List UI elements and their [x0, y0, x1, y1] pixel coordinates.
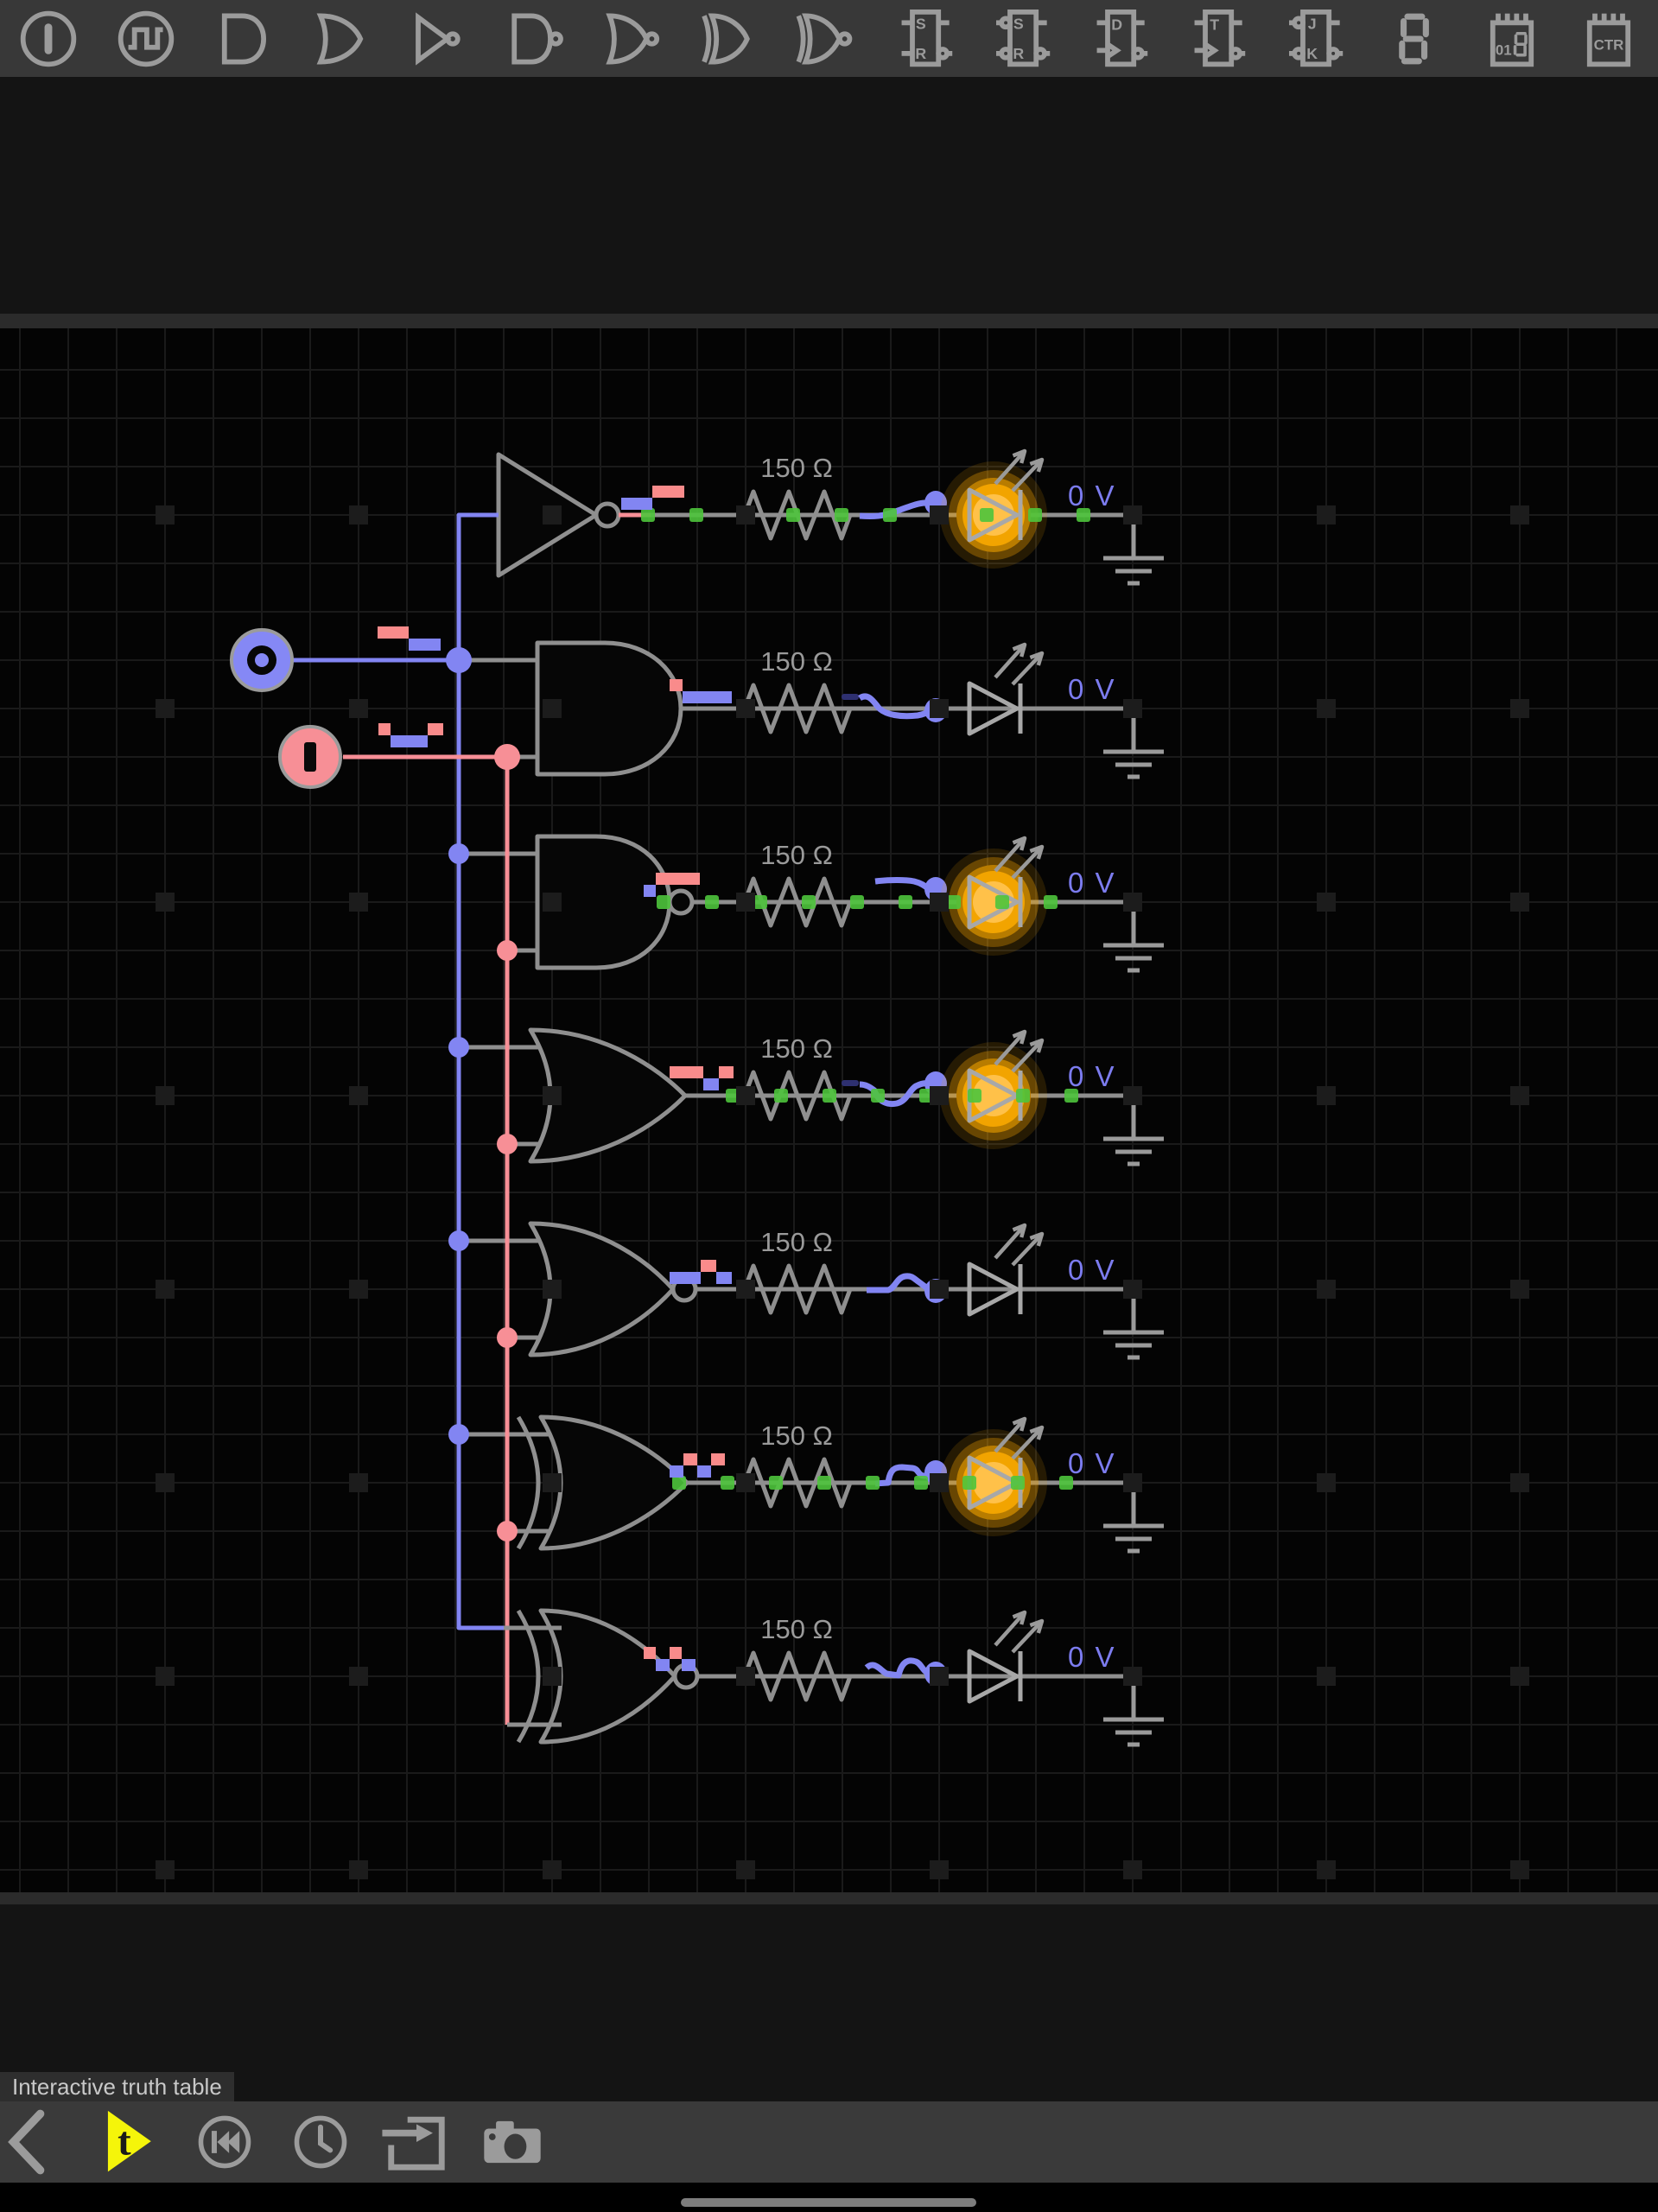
svg-text:D: D: [1111, 16, 1122, 33]
grid: [0, 328, 1658, 1892]
signal-waveform: [670, 1453, 725, 1478]
toolbar-d-flipflop-icon[interactable]: D: [1073, 0, 1171, 77]
signal-waveform: [670, 1260, 732, 1284]
grid-major-markers: [156, 505, 1529, 1879]
led-on[interactable]: [940, 836, 1047, 956]
svg-text:R: R: [916, 45, 927, 62]
voltage-label: 0 V: [1068, 1060, 1116, 1092]
voltage-label: 0 V: [1068, 480, 1116, 512]
toolbar-nand-gate-icon[interactable]: [487, 0, 585, 77]
resistor-label: 150 Ω: [760, 1421, 833, 1451]
toolbar-export-icon[interactable]: [368, 2101, 464, 2183]
lower-panel: [0, 1904, 1658, 2101]
resistor-label: 150 Ω: [760, 1614, 833, 1644]
led-on[interactable]: [940, 1029, 1047, 1149]
toolbar-screenshot-icon[interactable]: [464, 2101, 560, 2183]
canvas-top-divider: [0, 314, 1658, 328]
toolbar-nor-gate-icon[interactable]: [585, 0, 683, 77]
resistor-label: 150 Ω: [760, 840, 833, 870]
toolbar-seven-segment-decoder-icon[interactable]: 01: [1463, 0, 1560, 77]
upper-panel: [0, 77, 1658, 314]
logic-input-a[interactable]: [230, 628, 294, 692]
led-off[interactable]: [967, 1610, 1045, 1704]
led-on[interactable]: [940, 1416, 1047, 1536]
resistor-label: 150 Ω: [760, 453, 833, 483]
circuit-row-nand[interactable]: 150 Ω 0 V: [459, 834, 1164, 973]
action-toolbar: t: [0, 2101, 1658, 2183]
toolbar-seven-segment-display-icon[interactable]: [1365, 0, 1463, 77]
toolbar-rewind-icon[interactable]: [176, 2101, 272, 2183]
tooltip: Interactive truth table: [0, 2072, 234, 2101]
resistor-label: 150 Ω: [760, 646, 833, 677]
svg-text:01: 01: [1495, 41, 1511, 58]
circuit-row-xor[interactable]: 150 Ω 0 V: [459, 1414, 1164, 1554]
voltage-label: 0 V: [1068, 1447, 1116, 1479]
signal-waveform: [670, 679, 732, 703]
schematic-canvas[interactable]: 150 Ω 0 V 150 Ω 0 V 150 Ω 0 V 150 Ω 0 V 150 Ω 0 V…: [0, 328, 1658, 1892]
voltage-label: 0 V: [1068, 1641, 1116, 1673]
ground-symbol[interactable]: [1103, 515, 1164, 586]
input-waveforms: [378, 626, 443, 747]
input-buses[interactable]: [293, 512, 562, 1727]
toolbar-and-gate-icon[interactable]: [195, 0, 293, 77]
logic-input-b[interactable]: [278, 725, 342, 789]
svg-text:T: T: [1210, 16, 1219, 33]
circuit-row-and[interactable]: 150 Ω 0 V: [459, 640, 1164, 779]
led-off[interactable]: [967, 642, 1045, 736]
schematic-canvas-wrap[interactable]: 150 Ω 0 V 150 Ω 0 V 150 Ω 0 V 150 Ω 0 V 150 Ω 0 V…: [0, 328, 1658, 1892]
signal-waveform: [644, 1647, 696, 1671]
toolbar-history-icon[interactable]: [272, 2101, 368, 2183]
svg-text:S: S: [916, 15, 926, 32]
signal-waveform: [621, 486, 684, 510]
svg-text:S: S: [1013, 15, 1024, 32]
toolbar-or-gate-icon[interactable]: [293, 0, 391, 77]
resistor-label: 150 Ω: [760, 1227, 833, 1257]
toolbar-truth-table-icon[interactable]: t: [80, 2101, 176, 2183]
canvas-bottom-divider: [0, 1892, 1658, 1904]
toolbar-clock-source-icon[interactable]: [98, 0, 195, 77]
svg-text:J: J: [1308, 15, 1317, 32]
voltage-label: 0 V: [1068, 673, 1116, 705]
toolbar-xor-gate-icon[interactable]: [683, 0, 780, 77]
svg-text:CTR: CTR: [1594, 36, 1624, 53]
toolbar-not-gate-icon[interactable]: [391, 0, 488, 77]
signal-waveform: [670, 1066, 734, 1090]
toolbar-t-flipflop-icon[interactable]: T: [1171, 0, 1268, 77]
svg-text:R: R: [1013, 45, 1025, 62]
toolbar-logic-input-source-icon[interactable]: [0, 0, 98, 77]
signal-waveform: [644, 873, 700, 897]
toolbar-back-icon[interactable]: [0, 2101, 80, 2183]
voltage-label: 0 V: [1068, 1254, 1116, 1286]
home-indicator[interactable]: [681, 2198, 976, 2207]
svg-text:K: K: [1306, 45, 1318, 62]
led-off[interactable]: [967, 1223, 1045, 1317]
voltage-label: 0 V: [1068, 867, 1116, 899]
circuit-row-nor[interactable]: 150 Ω 0 V: [459, 1221, 1164, 1360]
led-on[interactable]: [940, 448, 1047, 569]
toolbar-xnor-gate-icon[interactable]: [780, 0, 878, 77]
toolbar-counter-icon[interactable]: CTR: [1560, 0, 1658, 77]
resistor-label: 150 Ω: [760, 1033, 833, 1064]
tooltip-text: Interactive truth table: [12, 2074, 222, 2100]
svg-text:t: t: [118, 2120, 131, 2164]
